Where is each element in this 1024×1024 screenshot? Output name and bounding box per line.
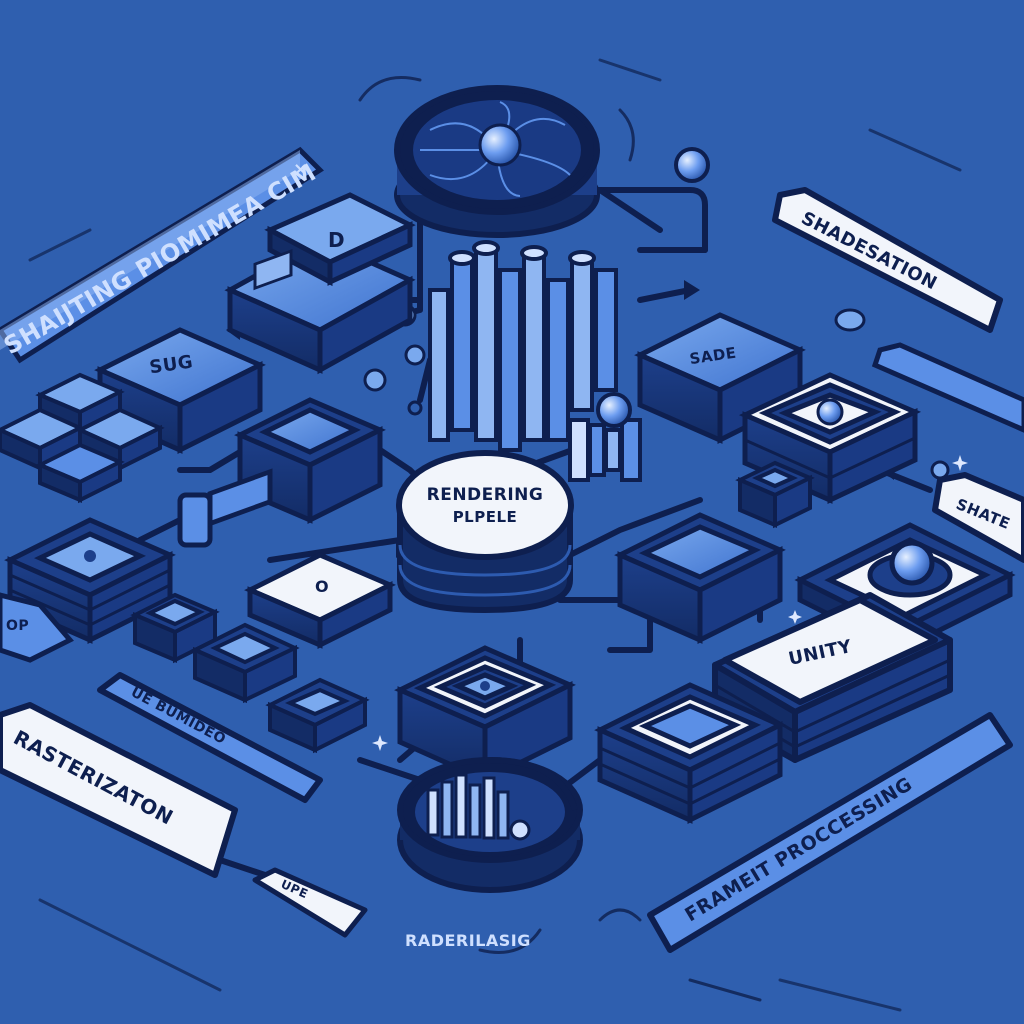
small-cube-row	[130, 592, 370, 754]
bottom-caption-label: RADERILASIG	[405, 931, 531, 950]
right-bar	[871, 342, 1024, 433]
bar-cluster-icon	[428, 240, 618, 452]
center-right-cube	[614, 512, 786, 645]
sphere-tube-node	[568, 392, 642, 482]
left-small-tag: OP	[0, 592, 74, 663]
right-block-sade: SADE	[634, 312, 806, 445]
center-small-block: O	[244, 552, 396, 650]
eye-block	[738, 372, 922, 504]
small-sphere-node	[834, 308, 866, 332]
bracket-connector	[177, 468, 273, 548]
top-block-stack: D	[224, 192, 416, 375]
bottom-small-tag: UPE	[252, 867, 368, 938]
center-small-block-label: O	[315, 577, 329, 596]
top-block-letter: D	[328, 228, 345, 252]
decor-lines	[28, 58, 962, 1012]
fan-icon	[394, 85, 663, 238]
center-left-cube	[234, 397, 386, 525]
rendering-pipeline-core: RENDERING PLPELE	[396, 450, 574, 614]
radar-icon	[397, 757, 583, 893]
right-top-tag: SHADESATION	[772, 187, 1003, 333]
small-cube-right	[735, 460, 815, 529]
sphere-icon	[889, 540, 935, 586]
bottom-caption: RADERILASIG	[405, 931, 531, 950]
eye-icon	[816, 398, 844, 426]
right-tag: SHATE	[932, 472, 1024, 563]
left-cube-grid	[0, 372, 165, 504]
core-label-line-1: RENDERING	[427, 485, 544, 505]
lower-right-stack	[594, 682, 786, 825]
close-icon[interactable]: ×	[293, 159, 309, 180]
center-lower-cube	[394, 645, 576, 785]
left-small-tag-label: OP	[6, 618, 29, 634]
core-label-line-2: PLPELE	[453, 508, 518, 526]
